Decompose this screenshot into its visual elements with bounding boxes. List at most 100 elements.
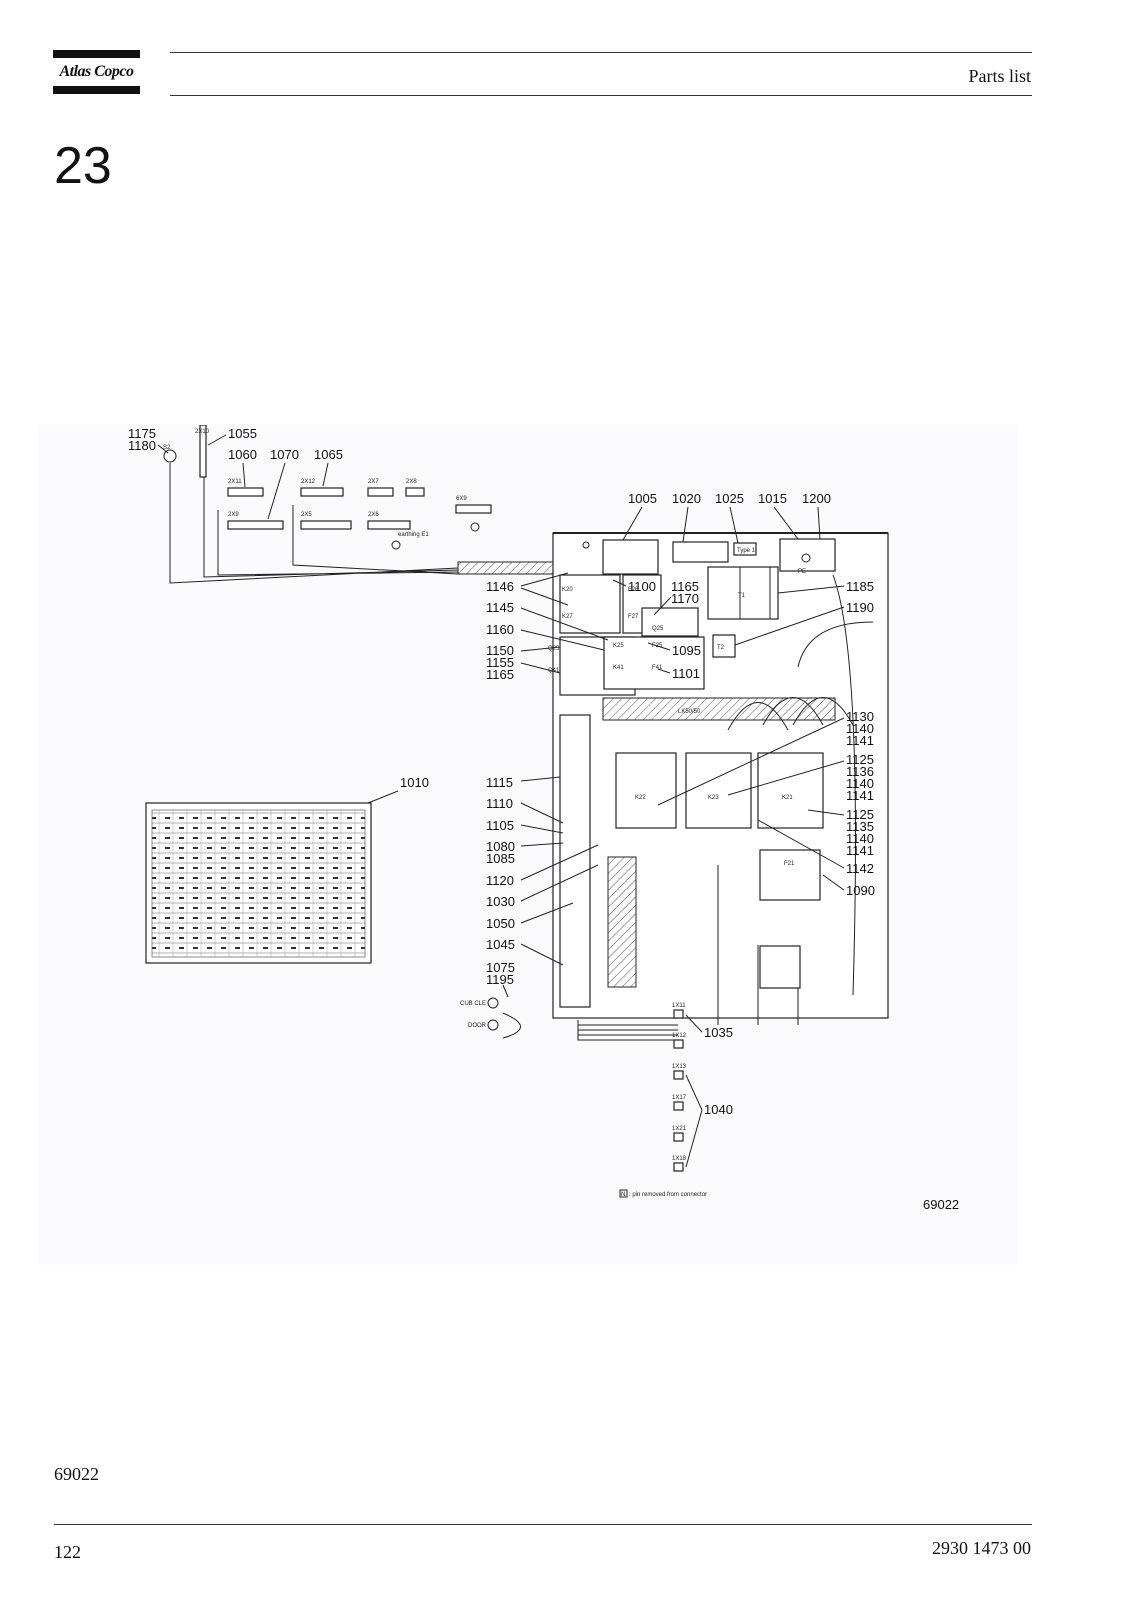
callout-1035: 1035 bbox=[704, 1025, 733, 1040]
leader-lines bbox=[157, 434, 845, 1168]
contactor-k23 bbox=[685, 752, 752, 829]
cable-duct-lk50 bbox=[602, 697, 836, 721]
connector-2x10 bbox=[199, 425, 207, 478]
label-q25-left: Q25 bbox=[548, 646, 560, 652]
pe-terminal bbox=[801, 553, 811, 563]
callout-1145: 1145 bbox=[486, 600, 514, 615]
label-k20: K20 bbox=[562, 587, 573, 593]
callout-1010: 1010 bbox=[400, 775, 429, 790]
label-1x18: 1X18 bbox=[672, 1156, 687, 1162]
incoming-cables bbox=[577, 1020, 678, 1041]
wire-duct-vertical bbox=[607, 856, 637, 988]
label-1x17: 1X17 bbox=[672, 1095, 687, 1101]
callout-1015: 1015 bbox=[758, 491, 787, 506]
module-1015 bbox=[779, 538, 836, 572]
connector-1x11 bbox=[673, 1009, 684, 1019]
callout-1065: 1065 bbox=[314, 447, 343, 462]
label-2x12: 2X12 bbox=[301, 479, 316, 485]
connector-1x17 bbox=[673, 1101, 684, 1111]
callout-1025: 1025 bbox=[715, 491, 744, 506]
connector-2x7 bbox=[367, 487, 394, 497]
callout-1080: 1080 bbox=[486, 839, 515, 854]
callout-1136: 1136 bbox=[846, 764, 874, 779]
harness-cables bbox=[169, 443, 459, 584]
label-f21: F21 bbox=[784, 861, 795, 867]
module-1020 bbox=[672, 541, 729, 563]
breaker-q25 bbox=[641, 607, 699, 637]
logo-wordmark: Atlas Copco bbox=[59, 63, 134, 80]
callout-1130: 1130 bbox=[846, 709, 874, 724]
label-lk50: LK50/50 bbox=[678, 709, 701, 715]
callout-1135: 1135 bbox=[846, 819, 874, 834]
footer-rule bbox=[54, 1524, 1032, 1525]
callout-1110: 1110 bbox=[486, 796, 513, 811]
figure-id-label: 69022 bbox=[923, 1197, 959, 1212]
relay-group-k25-k41 bbox=[603, 636, 705, 690]
label-t1: T1 bbox=[738, 593, 746, 599]
legend-symbol bbox=[619, 1189, 628, 1198]
callout-1005: 1005 bbox=[628, 491, 657, 506]
label-1x13: 1X13 bbox=[672, 1064, 687, 1070]
label-k21: K21 bbox=[782, 795, 793, 801]
earth-cubicle bbox=[487, 997, 499, 1009]
callout-1095: 1095 bbox=[672, 643, 701, 658]
callout-1160: 1160 bbox=[486, 622, 514, 637]
callout-1020: 1020 bbox=[672, 491, 701, 506]
contactor-k20-k27 bbox=[559, 574, 621, 634]
contactor-k21 bbox=[757, 752, 824, 829]
callout-1180: 1180 bbox=[128, 438, 156, 453]
callout-1185: 1185 bbox=[846, 579, 874, 594]
switch-s2 bbox=[163, 449, 177, 463]
label-2x10: 2X10 bbox=[195, 429, 210, 435]
label-6x9: 6X9 bbox=[456, 496, 467, 502]
label-1x12: 1X12 bbox=[672, 1033, 687, 1039]
callout-1165: 1165 bbox=[671, 579, 699, 594]
connector-2x5 bbox=[300, 520, 352, 530]
cable-loops bbox=[727, 697, 854, 731]
callout-1090: 1090 bbox=[846, 883, 875, 898]
label-f41: F41 bbox=[652, 665, 663, 671]
callout-1140-b: 1140 bbox=[846, 776, 874, 791]
logo-top-bar bbox=[53, 50, 140, 58]
callout-1060: 1060 bbox=[228, 447, 257, 462]
connector-2x8 bbox=[405, 487, 425, 497]
label-k41: K41 bbox=[613, 665, 624, 671]
type-plate bbox=[733, 542, 757, 556]
callout-1055: 1055 bbox=[228, 426, 257, 441]
label-k22: K22 bbox=[635, 795, 646, 801]
callout-1050: 1050 bbox=[486, 916, 515, 931]
callout-1150: 1150 bbox=[486, 643, 514, 658]
label-f27: F27 bbox=[628, 614, 639, 620]
header-rule-bottom bbox=[170, 95, 1032, 96]
connector-2x6 bbox=[367, 520, 411, 530]
callout-1125-a: 1125 bbox=[846, 752, 874, 767]
section-title: Parts list bbox=[968, 66, 1031, 86]
callout-1195: 1195 bbox=[486, 972, 514, 987]
label-k27: K27 bbox=[562, 614, 573, 620]
figure-id-caption: 69022 bbox=[54, 1464, 99, 1484]
label-door: DOOR bbox=[468, 1023, 487, 1029]
callout-1190: 1190 bbox=[846, 600, 874, 615]
callout-1165-b: 1165 bbox=[486, 667, 514, 682]
connector-1x18 bbox=[673, 1162, 684, 1172]
label-2x6: 2X6 bbox=[368, 512, 379, 518]
chapter-number: 23 bbox=[54, 137, 112, 195]
callout-1141-a: 1141 bbox=[846, 733, 874, 748]
transformer-t2 bbox=[712, 634, 736, 658]
parts-diagram: Type 1 K20 K27 F26 F27 Q25 K25 K41 F25 F… bbox=[38, 425, 1018, 1265]
callout-1070: 1070 bbox=[270, 447, 299, 462]
cable-gland bbox=[457, 561, 554, 575]
terminal-strip bbox=[559, 714, 591, 1008]
callout-1155: 1155 bbox=[486, 655, 514, 670]
header-rule-top bbox=[170, 52, 1032, 53]
callout-1075: 1075 bbox=[486, 960, 515, 975]
earth-door bbox=[487, 1019, 499, 1031]
connector-2x11 bbox=[227, 487, 264, 497]
connector-1x12 bbox=[673, 1039, 684, 1049]
connector-1x13 bbox=[673, 1070, 684, 1080]
label-s2: S2 bbox=[163, 445, 171, 451]
earth-symbol-e1 bbox=[391, 540, 401, 550]
callout-1125-b: 1125 bbox=[846, 807, 874, 822]
label-1x21: 1X21 bbox=[672, 1126, 687, 1132]
label-2x11: 2X11 bbox=[228, 479, 242, 485]
